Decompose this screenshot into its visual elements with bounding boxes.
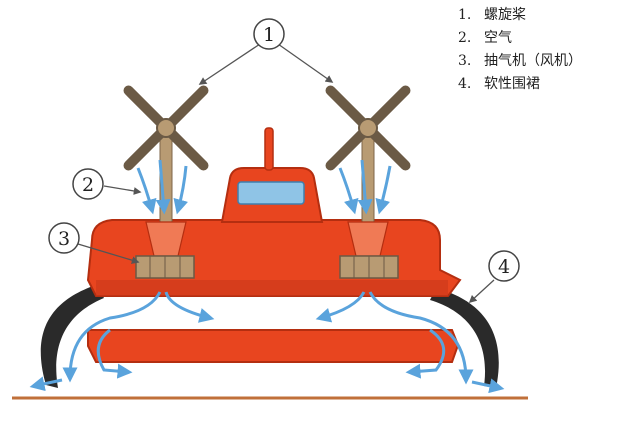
lower-hull [87, 329, 460, 363]
hull-shade [96, 280, 448, 296]
antenna [264, 127, 274, 171]
air-intake-arrows [136, 159, 392, 215]
skirt-right [430, 288, 499, 388]
legend-item-propeller: 1.螺旋桨 [458, 7, 526, 23]
svg-text:2: 2 [82, 174, 94, 196]
svg-text:4: 4 [498, 256, 510, 278]
cushion-air-arrows [29, 291, 505, 394]
callout-leaders [77, 43, 495, 304]
callout-2: 2 [72, 168, 104, 200]
propeller-left [123, 85, 209, 171]
callout-4: 4 [488, 250, 520, 282]
skirt-left [40, 285, 104, 388]
fan-left [135, 255, 195, 279]
callout-1: 1 [253, 18, 285, 50]
fan-right [339, 255, 399, 279]
propeller-right [325, 85, 411, 171]
svg-text:1: 1 [263, 24, 275, 46]
legend-item-air: 2.空气 [458, 30, 512, 46]
legend-item-fan: 3.抽气机（风机） [458, 53, 582, 69]
callout-3: 3 [48, 222, 80, 254]
legend: 1.螺旋桨 2.空气 3.抽气机（风机） 4.软性围裙 [458, 4, 582, 96]
cabin-window [237, 181, 305, 205]
legend-item-skirt: 4.软性围裙 [458, 76, 540, 92]
svg-text:3: 3 [58, 228, 70, 250]
